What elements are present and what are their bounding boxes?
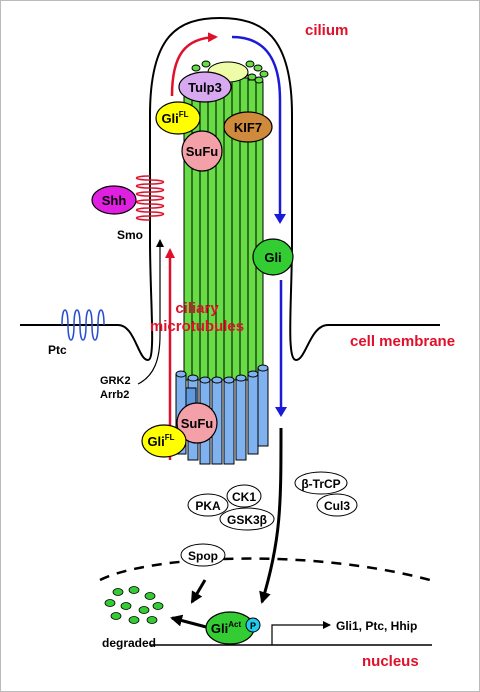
grk2-label: GRK2	[100, 375, 131, 387]
svg-text:PKA: PKA	[195, 499, 221, 513]
degraded-fragments	[104, 586, 164, 624]
spop-arrow	[190, 579, 207, 604]
svg-text:P: P	[250, 621, 256, 631]
ptc-label: Ptc	[48, 343, 67, 357]
ptc-receptor	[61, 309, 105, 341]
svg-text:Spop: Spop	[188, 549, 218, 563]
svg-text:SuFu: SuFu	[186, 144, 219, 159]
cul3-protein: Cul3	[316, 493, 358, 517]
nucleus-label: nucleus	[362, 653, 419, 670]
svg-text:GliFL: GliFL	[147, 433, 174, 449]
retrograde-arrow-top	[231, 35, 286, 224]
spop-protein: Spop	[180, 543, 226, 567]
btrcp-protein: β-TrCP	[294, 471, 348, 495]
svg-text:Shh: Shh	[102, 193, 127, 208]
svg-text:GliFL: GliFL	[161, 110, 188, 126]
degradation-arrow	[170, 614, 211, 630]
ciliary-label: ciliary	[175, 300, 219, 317]
microtubules-label: microtubules	[150, 318, 244, 335]
svg-text:Cul3: Cul3	[324, 499, 350, 513]
cell-membrane-cilium-line	[20, 16, 440, 362]
gsk3b-protein: GSK3β	[219, 507, 275, 531]
svg-text:Gli: Gli	[264, 250, 281, 265]
smo-receptor	[135, 175, 165, 221]
grk2-arrb2-arrow	[137, 239, 164, 385]
sufu-bottom-protein: SuFu	[176, 402, 218, 444]
cell-membrane-label: cell membrane	[350, 333, 455, 350]
shh-protein: Shh	[91, 185, 137, 215]
svg-text:GliAct: GliAct	[211, 620, 242, 636]
cilium-label: cilium	[305, 22, 348, 39]
gli-act-protein: GliAct	[205, 611, 255, 645]
transcription-arrow	[271, 621, 331, 645]
smo-label: Smo	[117, 228, 143, 242]
gli-to-nucleus-arrow	[259, 427, 283, 604]
svg-text:SuFu: SuFu	[181, 416, 214, 431]
svg-text:GSK3β: GSK3β	[227, 513, 267, 527]
arrb2-label: Arrb2	[100, 389, 129, 401]
sufu-top-protein: SuFu	[181, 130, 223, 172]
gli-fl-bottom-protein: GliFL	[141, 424, 187, 458]
svg-text:CK1: CK1	[232, 490, 256, 504]
target-genes-label: Gli1, Ptc, Hhip	[336, 619, 417, 633]
ck1-protein: CK1	[226, 484, 262, 508]
svg-text:KIF7: KIF7	[234, 120, 262, 135]
gli-fl-top-protein: GliFL	[155, 101, 201, 135]
kif7-protein: KIF7	[223, 111, 273, 143]
phospho-marker: P	[245, 617, 261, 633]
anterograde-arrow-tip	[170, 32, 218, 97]
svg-text:β-TrCP: β-TrCP	[301, 477, 340, 491]
svg-text:Tulp3: Tulp3	[188, 80, 222, 95]
tulp3-protein: Tulp3	[178, 71, 232, 103]
pka-protein: PKA	[187, 493, 229, 517]
gli-cilium-protein: Gli	[252, 238, 294, 276]
nuclear-envelope	[99, 557, 431, 582]
degraded-label: degraded	[102, 636, 156, 650]
